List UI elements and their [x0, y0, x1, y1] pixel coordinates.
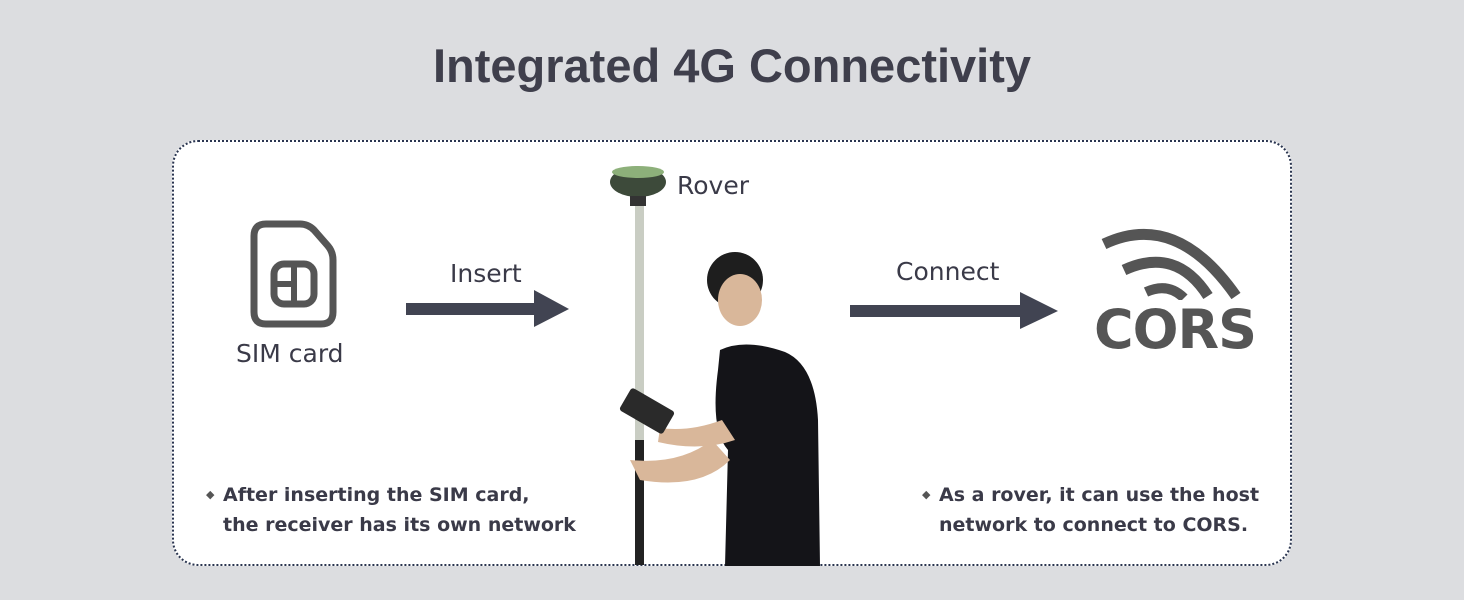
- left-note-line2: the receiver has its own network: [223, 514, 576, 536]
- rover-label: Rover: [677, 171, 749, 200]
- page-title: Integrated 4G Connectivity: [432, 39, 1032, 92]
- right-note-line1: As a rover, it can use the host: [939, 484, 1260, 506]
- sim-card-icon: [250, 220, 337, 328]
- diamond-bullet-icon: ◆: [206, 488, 215, 501]
- diamond-bullet-icon: ◆: [922, 488, 931, 501]
- insert-arrow-icon: [406, 290, 569, 327]
- signal-waves-icon: [1101, 228, 1241, 300]
- left-note-line1: After inserting the SIM card,: [223, 484, 530, 506]
- right-note: ◆ As a rover, it can use the host networ…: [922, 480, 1260, 540]
- connect-label: Connect: [896, 257, 1000, 286]
- sim-card-label: SIM card: [236, 339, 344, 368]
- right-note-line2: network to connect to CORS.: [939, 514, 1249, 536]
- insert-label: Insert: [450, 259, 522, 288]
- rover-with-surveyor-image: [610, 166, 820, 566]
- left-note: ◆ After inserting the SIM card, the rece…: [206, 480, 576, 540]
- connect-arrow-icon: [850, 292, 1058, 329]
- cors-label: CORS: [1094, 298, 1257, 361]
